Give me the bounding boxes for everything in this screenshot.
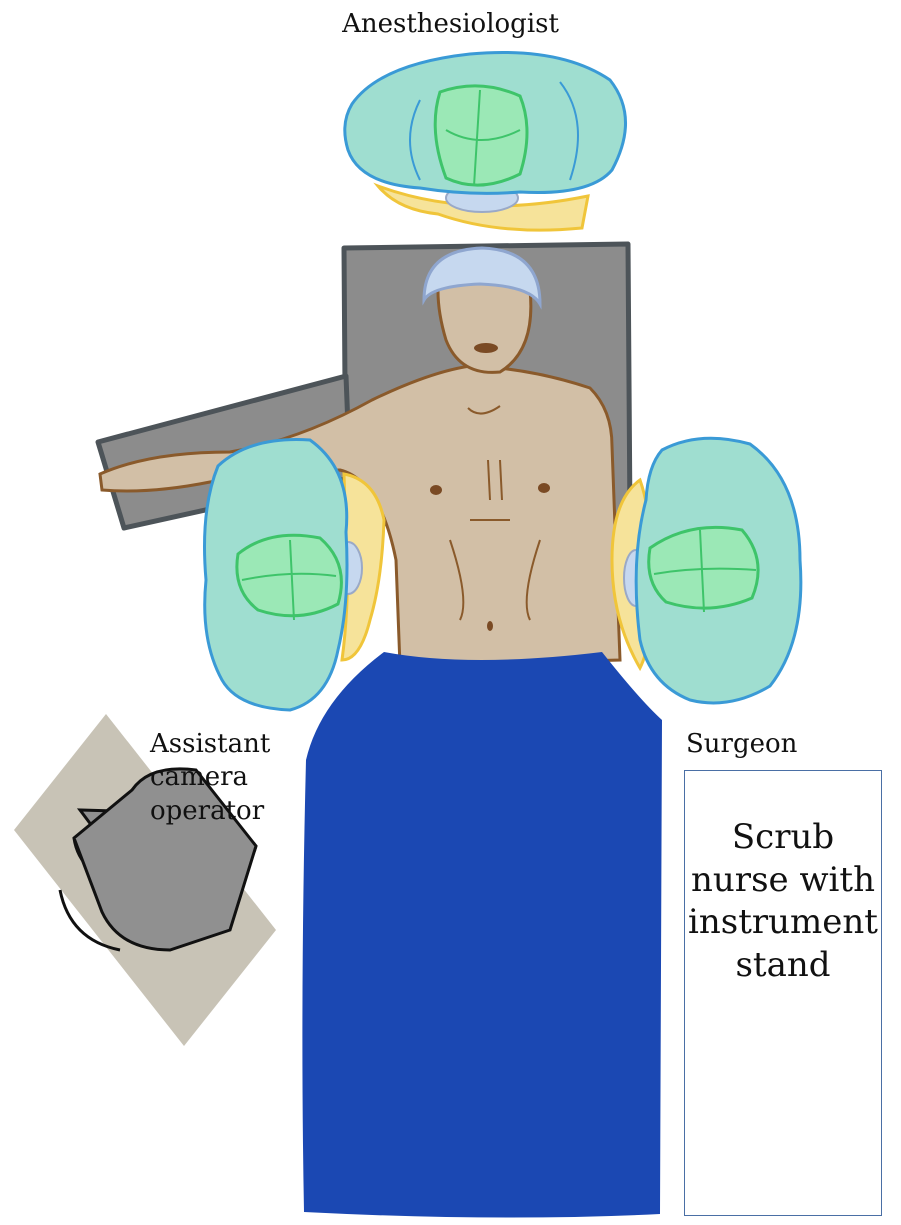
scrub-label-line-1: Scrub: [684, 816, 882, 859]
assistant-label-line-1: Assistant: [150, 728, 295, 761]
scrub-label-line-3: instrument: [684, 901, 882, 944]
assistant-label-line-3: operator: [150, 795, 295, 828]
assistant-label-line-2: camera: [150, 761, 295, 794]
surgeon-figure: [612, 438, 801, 703]
anesthesiologist-label: Anesthesiologist: [0, 8, 901, 41]
scrub-nurse-label: Scrub nurse with instrument stand: [684, 816, 882, 986]
scrub-label-line-4: stand: [684, 944, 882, 987]
surgical-drape: [302, 652, 662, 1218]
surgeon-label: Surgeon: [686, 728, 816, 761]
assistant-figure: [205, 440, 385, 710]
anesthesiologist-figure: [345, 52, 626, 230]
scrub-label-line-2: nurse with: [684, 859, 882, 902]
assistant-label: Assistant camera operator: [150, 728, 295, 828]
